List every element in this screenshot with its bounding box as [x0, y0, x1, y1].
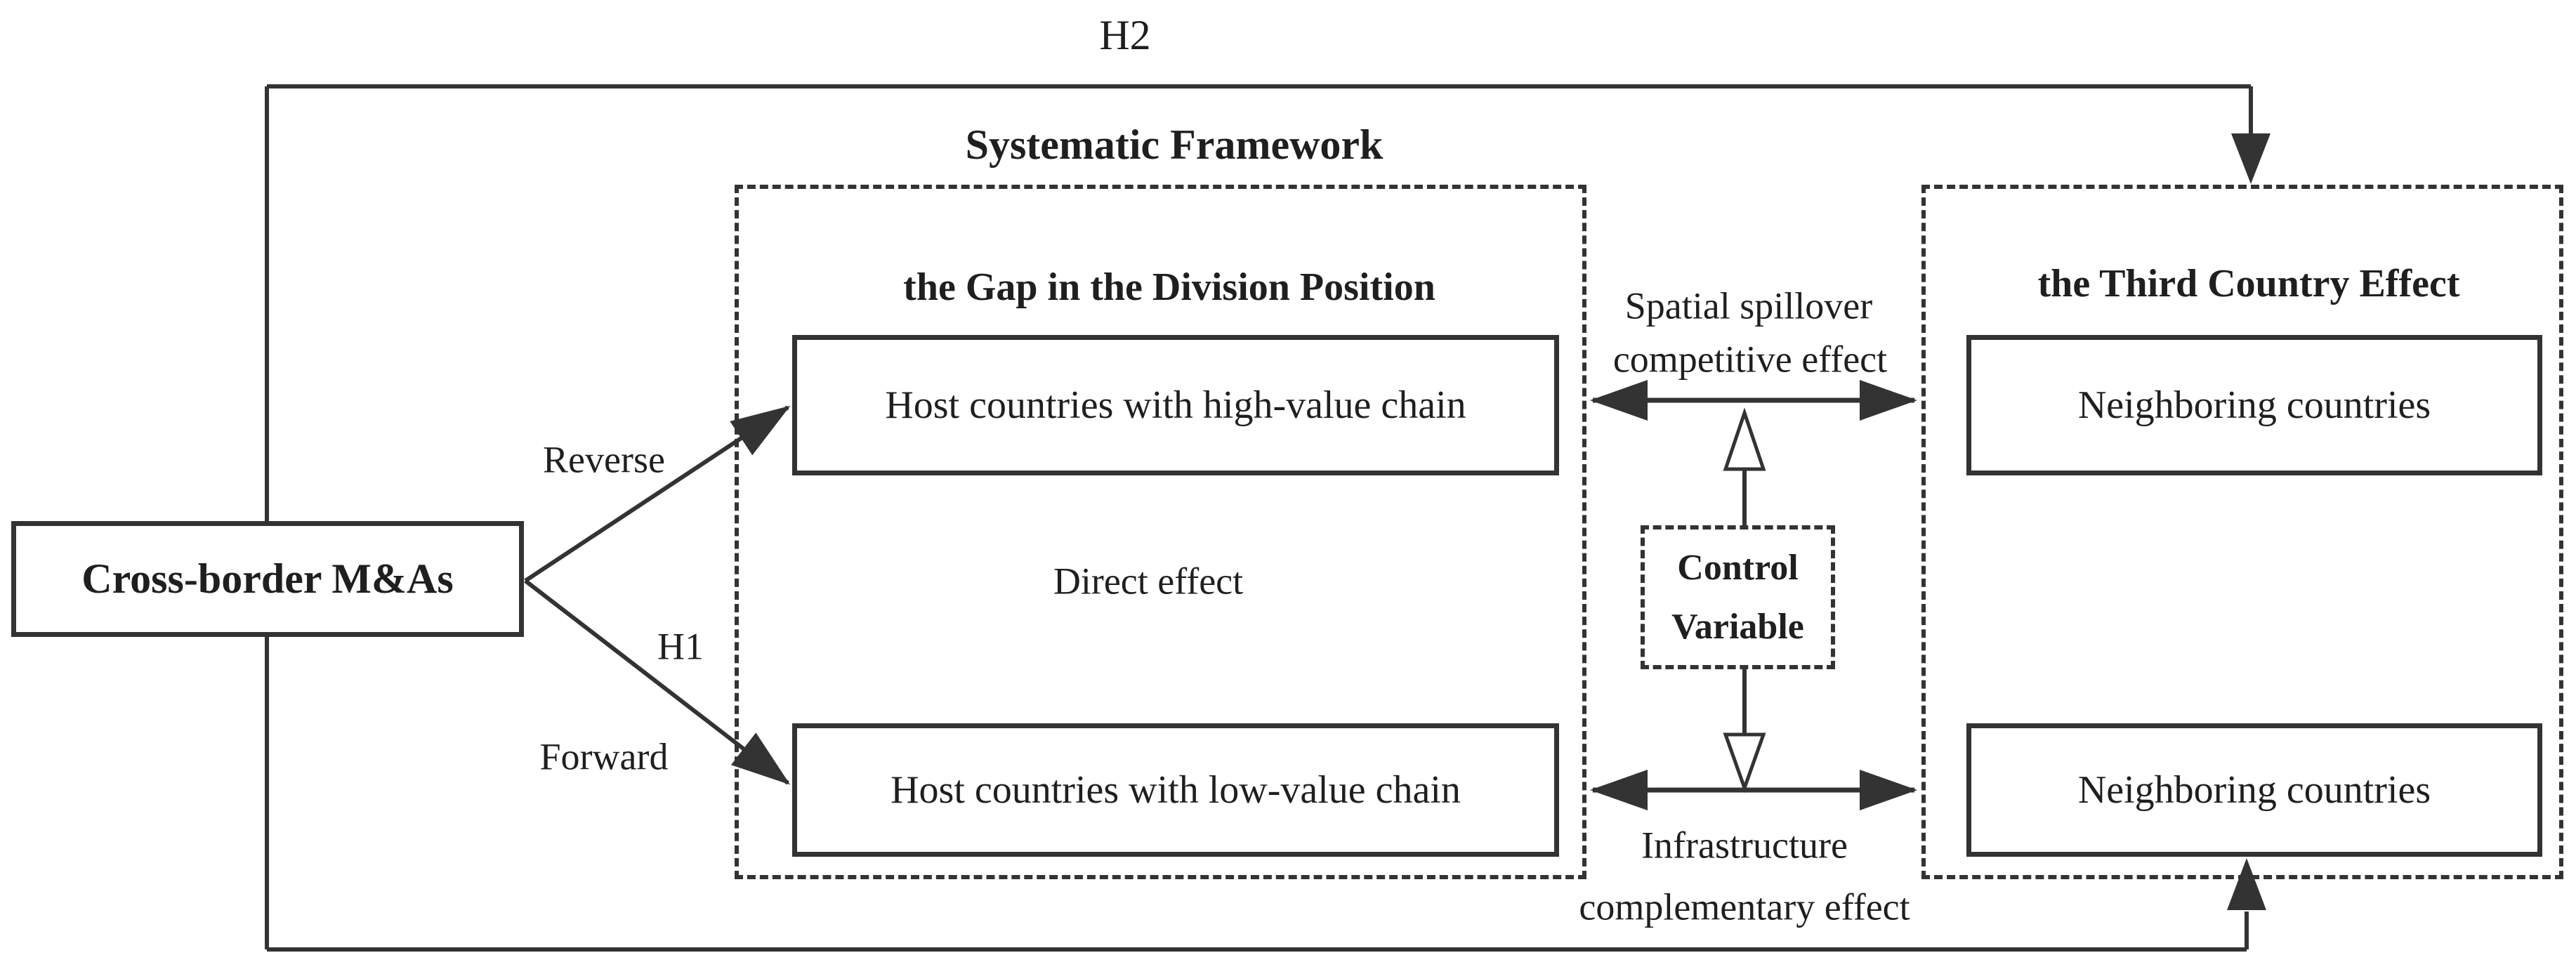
gap-panel-title: the Gap in the Division Position	[903, 265, 1435, 310]
h2-hypothesis-label: H2	[1099, 12, 1151, 58]
reverse-arrow	[524, 405, 791, 583]
high-value-chain-label: Host countries with high-value chain	[885, 383, 1466, 427]
infrastructure-label-line2: complementary effect	[1579, 886, 1910, 928]
framework-title: Systematic Framework	[965, 121, 1384, 168]
high-value-chain-box: Host countries with high-value chain	[792, 335, 1559, 475]
h2-down-arrowhead-icon	[2231, 133, 2271, 184]
control-up-hollow-arrowhead-icon	[1723, 407, 1766, 471]
control-variable-line2: Variable	[1671, 606, 1804, 647]
cross-border-mas-box: Cross-border M&As	[11, 521, 524, 637]
neighboring-countries-lower-box: Neighboring countries	[1966, 723, 2542, 857]
control-variable-box: Control Variable	[1641, 525, 1835, 669]
reverse-arrow-label: Reverse	[543, 438, 665, 481]
spatial-spillover-label-line2: competitive effect	[1612, 338, 1888, 381]
forward-arrow-label: Forward	[539, 735, 669, 778]
neighboring-countries-lower-label: Neighboring countries	[2077, 768, 2431, 812]
control-down-hollow-arrowhead-icon	[1723, 732, 1766, 794]
infrastructure-label-line1: Infrastructure	[1641, 824, 1848, 867]
control-variable-line1: Control	[1677, 548, 1799, 588]
bottom-up-arrowhead-icon	[2227, 858, 2266, 910]
low-value-chain-box: Host countries with low-value chain	[792, 723, 1559, 857]
direct-effect-label: Direct effect	[1053, 560, 1244, 603]
low-value-chain-label: Host countries with low-value chain	[891, 768, 1461, 812]
third-country-panel	[1921, 185, 2563, 879]
neighboring-countries-upper-box: Neighboring countries	[1966, 335, 2542, 475]
gap-panel	[735, 185, 1586, 879]
h1-hypothesis-label: H1	[657, 625, 704, 668]
forward-arrow	[524, 579, 791, 785]
neighboring-countries-upper-label: Neighboring countries	[2077, 383, 2431, 427]
third-country-panel-title: the Third Country Effect	[2037, 262, 2460, 306]
cross-border-mas-label: Cross-border M&As	[81, 555, 454, 602]
spatial-spillover-label-line1: Spatial spillover	[1624, 284, 1873, 327]
